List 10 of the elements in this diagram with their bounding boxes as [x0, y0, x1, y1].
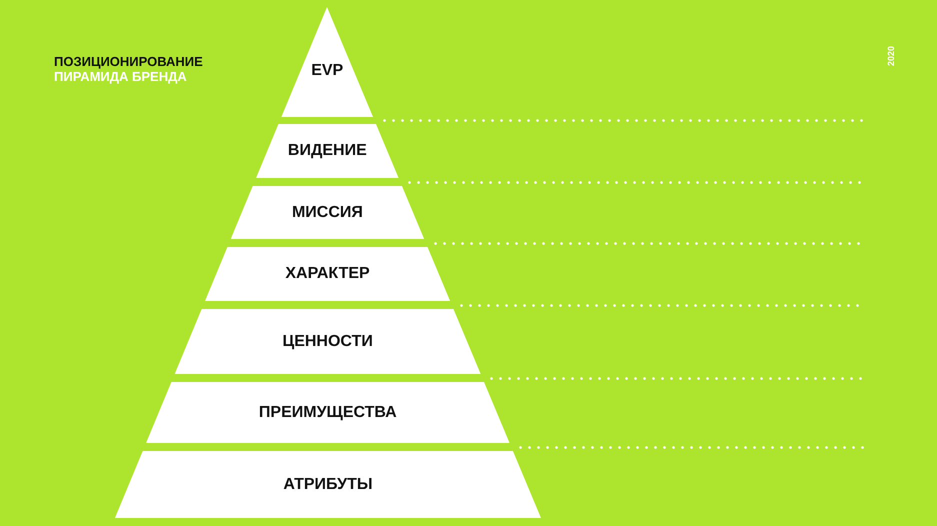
tier-label: АТРИБУТЫ: [283, 476, 373, 492]
title: ПОЗИЦИОНИРОВАНИЕ: [54, 54, 203, 69]
subtitle: ПИРАМИДА БРЕНДА: [54, 69, 187, 84]
tier-label: ПРЕИМУЩЕСТВА: [258, 404, 397, 420]
tier-label: МИССИЯ: [292, 204, 363, 220]
year-label: 2020: [886, 46, 896, 66]
tier-label: EVP: [311, 63, 344, 79]
tier-label: ЦЕННОСТИ: [282, 334, 373, 350]
tier-label: ХАРАКТЕР: [285, 266, 370, 282]
tier-label: ВИДЕНИЕ: [288, 143, 367, 159]
